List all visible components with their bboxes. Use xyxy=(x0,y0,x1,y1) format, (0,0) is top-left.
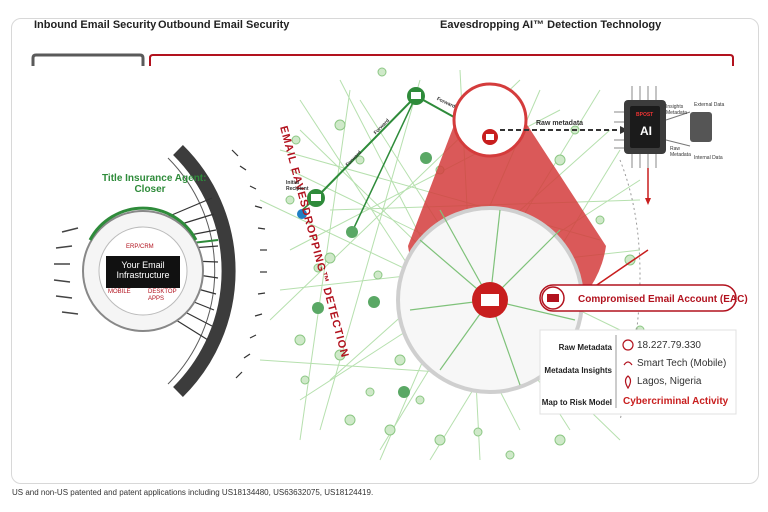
header-eavesdropping-ai: Eavesdropping AI™ Detection Technology xyxy=(440,19,662,31)
header-outbound: Outbound Email Security xyxy=(158,19,290,31)
mobile-label: MOBILE xyxy=(108,289,131,295)
risk-value: Cybercriminal Activity xyxy=(623,396,729,407)
large-mail-envelope xyxy=(481,294,499,306)
info-panel-frame xyxy=(539,329,737,415)
internal-data-label: Internal Data xyxy=(694,155,723,161)
infrastructure-box: Your Email Infrastructure xyxy=(106,256,180,288)
header-inbound: Inbound Email Security xyxy=(34,19,157,31)
insights-metadata-label: Insights Metadata xyxy=(666,104,687,116)
metadata-insights-row-label: Metadata Insights xyxy=(544,366,612,375)
ip-value: 18.227.79.330 xyxy=(637,340,701,351)
desktop-apps-label: DESKTOP APPS xyxy=(148,289,177,302)
outer-arc xyxy=(173,145,236,397)
outer-arc-inner xyxy=(167,157,216,385)
erp-crm-label: ERP/CRM xyxy=(126,244,154,250)
wifi-icon xyxy=(623,361,633,366)
external-data-label: External Data xyxy=(694,102,725,108)
outbound-bracket xyxy=(149,54,734,66)
incoming-dashes xyxy=(53,227,79,315)
agent-title: Title Insurance Agent: xyxy=(102,173,207,184)
eac-title: Compromised Email Account (EAC) xyxy=(578,294,748,305)
chip-down-arrowhead xyxy=(645,198,651,205)
arc-dashes xyxy=(231,149,267,379)
infrastructure-green-arc xyxy=(88,206,198,241)
raw-metadata-arrow-label: Raw metadata xyxy=(536,120,584,127)
inbound-bracket xyxy=(31,53,145,66)
eac-mail-envelope xyxy=(547,294,559,302)
footer-note: US and non-US patented and patent applic… xyxy=(12,488,374,497)
chip-brand: BPOST xyxy=(636,112,654,118)
ai-chip xyxy=(614,86,666,168)
small-mail-envelope xyxy=(486,134,494,140)
initial-recipient-label: Initial Recipient xyxy=(286,180,309,192)
agent-label: Title Insurance Agent: Closer xyxy=(102,173,207,195)
network-nodes xyxy=(285,67,645,460)
chip-raw-metadata-label: Raw Metadata xyxy=(670,146,691,158)
location-value: Lagos, Nigeria xyxy=(637,376,702,387)
device-value: Smart Tech (Mobile) xyxy=(637,358,727,369)
globe-icon xyxy=(622,339,634,351)
green-mail-nodes xyxy=(307,87,432,398)
map-to-risk-row-label: Map to Risk Model xyxy=(541,398,612,407)
raw-line xyxy=(665,139,691,147)
agent-role: Closer xyxy=(134,184,166,195)
database-icon xyxy=(690,112,712,142)
location-pin-icon xyxy=(624,375,632,390)
lock-icon xyxy=(297,209,307,219)
chip-ai-label: AI xyxy=(640,124,652,138)
infrastructure-line2: Infrastructure xyxy=(116,270,170,280)
raw-metadata-row-label: Raw Metadata xyxy=(558,343,612,352)
magnifier-small-lens xyxy=(452,82,528,158)
infrastructure-line1: Your Email xyxy=(121,260,165,270)
forward-branch xyxy=(351,95,417,233)
insights-line xyxy=(665,111,691,121)
eac-box xyxy=(539,284,737,312)
